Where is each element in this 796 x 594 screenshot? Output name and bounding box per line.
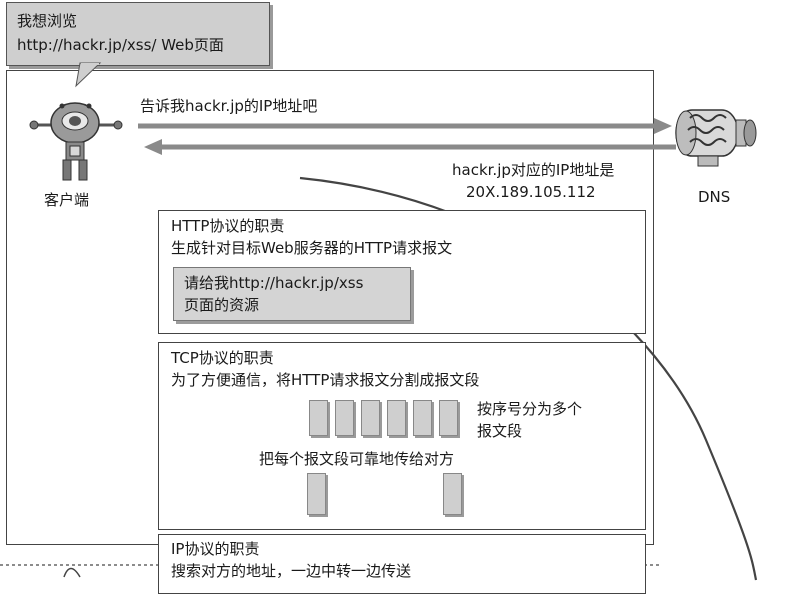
client-label: 客户端 (44, 191, 90, 209)
request-arrow (138, 118, 672, 134)
tcp-split-line-2: 报文段 (477, 422, 523, 440)
tcp-transfer-label: 把每个报文段可靠地传给对方 (259, 450, 455, 468)
tcp-role-box: TCP协议的职责 为了方便通信，将HTTP请求报文分割成报文段 按序号分为多个 … (158, 342, 646, 530)
tcp-segment (361, 400, 380, 436)
dns-request-label: 告诉我hackr.jp的IP地址吧 (140, 97, 318, 115)
dns-response-line-2: 20X.189.105.112 (466, 183, 596, 201)
tcp-role-title: TCP协议的职责 (171, 349, 274, 367)
ip-role-title: IP协议的职责 (171, 540, 260, 558)
speech-bubble: 我想浏览 http://hackr.jp/xss/ Web页面 (6, 2, 270, 66)
http-request-message: 请给我http://hackr.jp/xss 页面的资源 (173, 267, 411, 321)
bubble-line-1: 我想浏览 (17, 12, 78, 30)
ip-role-desc: 搜索对方的地址，一边中转一边传送 (171, 562, 412, 580)
partial-figure (63, 567, 81, 578)
http-role-desc: 生成针对目标Web服务器的HTTP请求报文 (171, 239, 453, 257)
tcp-segment (387, 400, 406, 436)
dns-server-icon (675, 109, 757, 167)
tcp-role-desc: 为了方便通信，将HTTP请求报文分割成报文段 (171, 371, 480, 389)
tcp-split-line-1: 按序号分为多个 (477, 400, 583, 418)
tcp-segment-sender (307, 473, 326, 515)
tcp-segment (439, 400, 458, 436)
http-message-line-1: 请给我http://hackr.jp/xss (184, 274, 364, 292)
http-message-line-2: 页面的资源 (184, 296, 260, 314)
robot-client-icon (29, 102, 123, 181)
tcp-segment (335, 400, 354, 436)
dns-response-line-1: hackr.jp对应的IP地址是 (452, 161, 615, 179)
tcp-segment (309, 400, 328, 436)
tcp-segment (413, 400, 432, 436)
http-role-box: HTTP协议的职责 生成针对目标Web服务器的HTTP请求报文 请给我http:… (158, 210, 646, 334)
bubble-line-2: http://hackr.jp/xss/ Web页面 (17, 36, 224, 54)
ip-role-box: IP协议的职责 搜索对方的地址，一边中转一边传送 (158, 534, 646, 594)
http-role-title: HTTP协议的职责 (171, 217, 285, 235)
bubble-tail (75, 62, 102, 88)
tcp-segment-receiver (443, 473, 462, 515)
response-arrow (144, 139, 676, 155)
dns-label: DNS (698, 188, 731, 206)
